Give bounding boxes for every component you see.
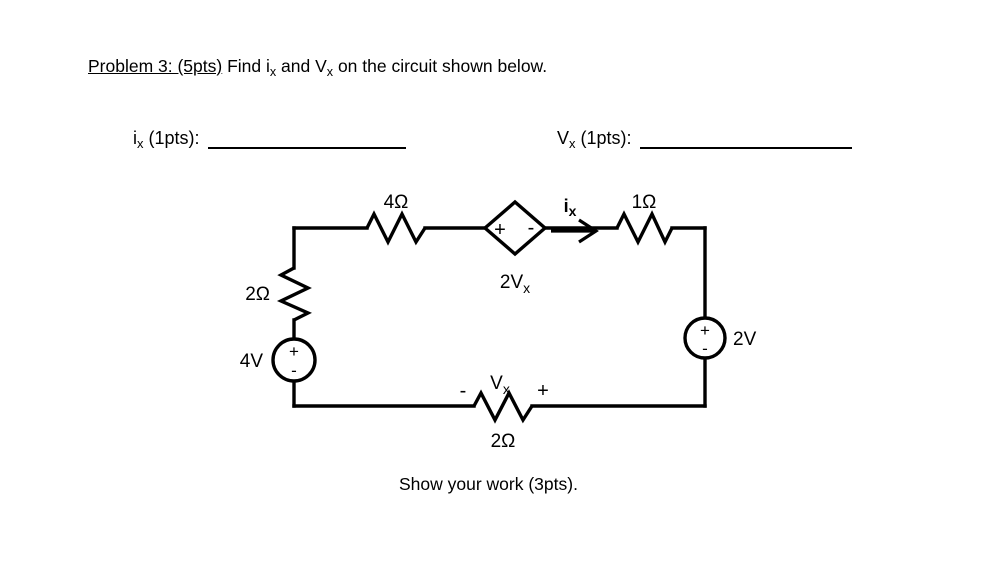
- resistor-2ohm-bottom-symbol: [472, 389, 534, 424]
- voltage-source-2v-symbol: [683, 316, 727, 360]
- source-2v-minus-sign: -: [702, 339, 708, 358]
- answer-ix-label: ix (1pts):: [133, 128, 200, 151]
- problem-label: Problem 3: (5pts): [88, 56, 223, 76]
- source-4v-plus-sign: +: [289, 342, 299, 361]
- resistor-2ohm-left-label: 2Ω: [245, 284, 270, 305]
- problem-prompt-part2: and V: [276, 56, 327, 76]
- resistor-4ohm-label: 4Ω: [384, 192, 409, 213]
- current-ix-label: ix: [564, 196, 577, 219]
- resistor-1ohm-label: 1Ω: [632, 192, 657, 213]
- answer-field-ix: ix (1pts):: [133, 128, 406, 151]
- source-2v-label: 2V: [733, 329, 757, 350]
- answer-vx-subscript: x: [569, 135, 576, 151]
- vx-plus-sign: +: [537, 380, 549, 402]
- problem-prompt-part3: on the circuit shown below.: [333, 56, 548, 76]
- resistor-1ohm-symbol: [615, 210, 674, 246]
- answer-vx-label: Vx (1pts):: [557, 128, 632, 151]
- vx-voltage-label: Vx: [490, 373, 510, 397]
- source-2v-plus-sign: +: [700, 321, 710, 340]
- dependent-source-plus-sign: +: [494, 219, 506, 241]
- voltage-source-4v-symbol: [271, 337, 317, 383]
- resistor-2ohm-left-symbol: [276, 266, 312, 322]
- answer-ix-symbol: i: [133, 128, 137, 148]
- vx-minus-sign: -: [460, 380, 467, 402]
- page-title: Problem 3: (5pts) Find ix and Vx on the …: [88, 56, 548, 79]
- dependent-source-minus-sign: -: [528, 217, 535, 239]
- resistor-2ohm-bottom-label: 2Ω: [491, 431, 516, 452]
- problem-prompt-sub2: x: [326, 64, 334, 79]
- answer-ix-points: (1pts):: [143, 128, 200, 148]
- source-4v-label: 4V: [240, 351, 264, 372]
- resistor-4ohm-symbol: [365, 210, 427, 246]
- answer-field-vx: Vx (1pts):: [557, 128, 852, 151]
- source-4v-minus-sign: -: [291, 361, 297, 380]
- answer-ix-blank[interactable]: [207, 131, 406, 149]
- dependent-source-diamond-symbol: [482, 199, 548, 257]
- footer-instruction: Show your work (3pts).: [399, 474, 578, 494]
- answer-ix-subscript: x: [137, 135, 144, 151]
- answer-vx-symbol: V: [557, 128, 570, 148]
- answer-vx-points: (1pts):: [575, 128, 632, 148]
- problem-prompt-sub1: x: [269, 64, 277, 79]
- dependent-source-label: 2Vx: [500, 272, 530, 296]
- problem-prompt-part1: Find i: [222, 56, 270, 76]
- current-ix-arrow-head: [578, 218, 599, 244]
- answer-vx-blank[interactable]: [639, 131, 852, 149]
